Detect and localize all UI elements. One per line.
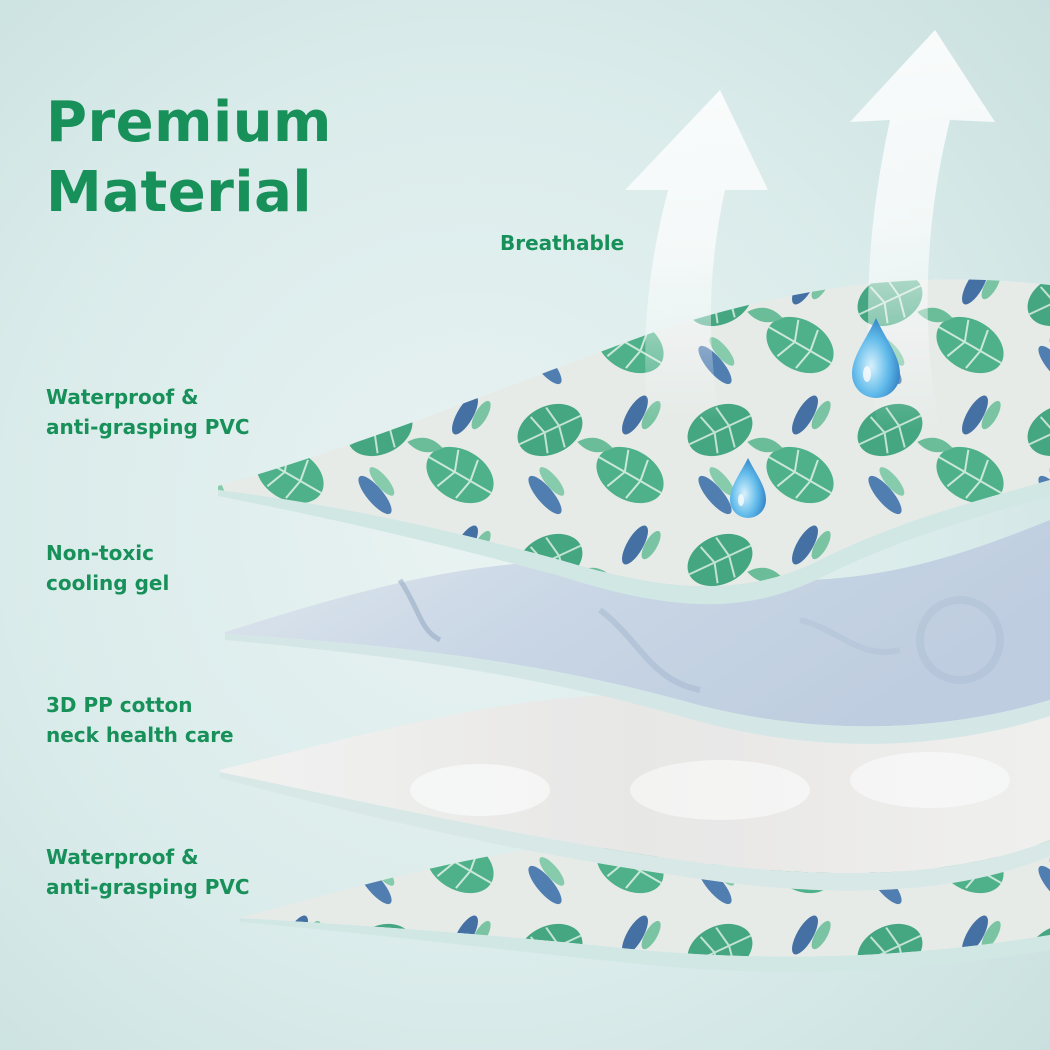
up-arrow-icon bbox=[850, 30, 995, 430]
water-drop-icon bbox=[730, 458, 766, 518]
gel-layer bbox=[225, 520, 1050, 744]
layer-label-cotton: 3D PP cotton neck health care bbox=[46, 690, 234, 750]
layer-label-line-1: 3D PP cotton bbox=[46, 693, 193, 717]
layer-label-line-1: Non-toxic bbox=[46, 541, 154, 565]
layer-label-gel: Non-toxic cooling gel bbox=[46, 538, 169, 598]
water-drop-icon bbox=[852, 318, 900, 398]
breathable-label: Breathable bbox=[500, 231, 625, 255]
layer-label-line-2: anti-grasping PVC bbox=[46, 415, 250, 439]
layer-label-line-1: Waterproof & bbox=[46, 385, 199, 409]
top-pvc-layer bbox=[218, 279, 1050, 605]
layer-label-top-pvc: Waterproof & anti-grasping PVC bbox=[46, 382, 250, 442]
title-line-2: Material bbox=[46, 160, 313, 225]
up-arrow-icon bbox=[625, 90, 768, 420]
layer-label-bottom-pvc: Waterproof & anti-grasping PVC bbox=[46, 842, 250, 902]
title-line-1: Premium bbox=[46, 90, 332, 155]
layer-label-line-2: neck health care bbox=[46, 723, 234, 747]
page-title: Premium Material bbox=[46, 88, 332, 228]
layer-label-line-1: Waterproof & bbox=[46, 845, 199, 869]
layer-label-line-2: anti-grasping PVC bbox=[46, 875, 250, 899]
layer-label-line-2: cooling gel bbox=[46, 571, 170, 595]
